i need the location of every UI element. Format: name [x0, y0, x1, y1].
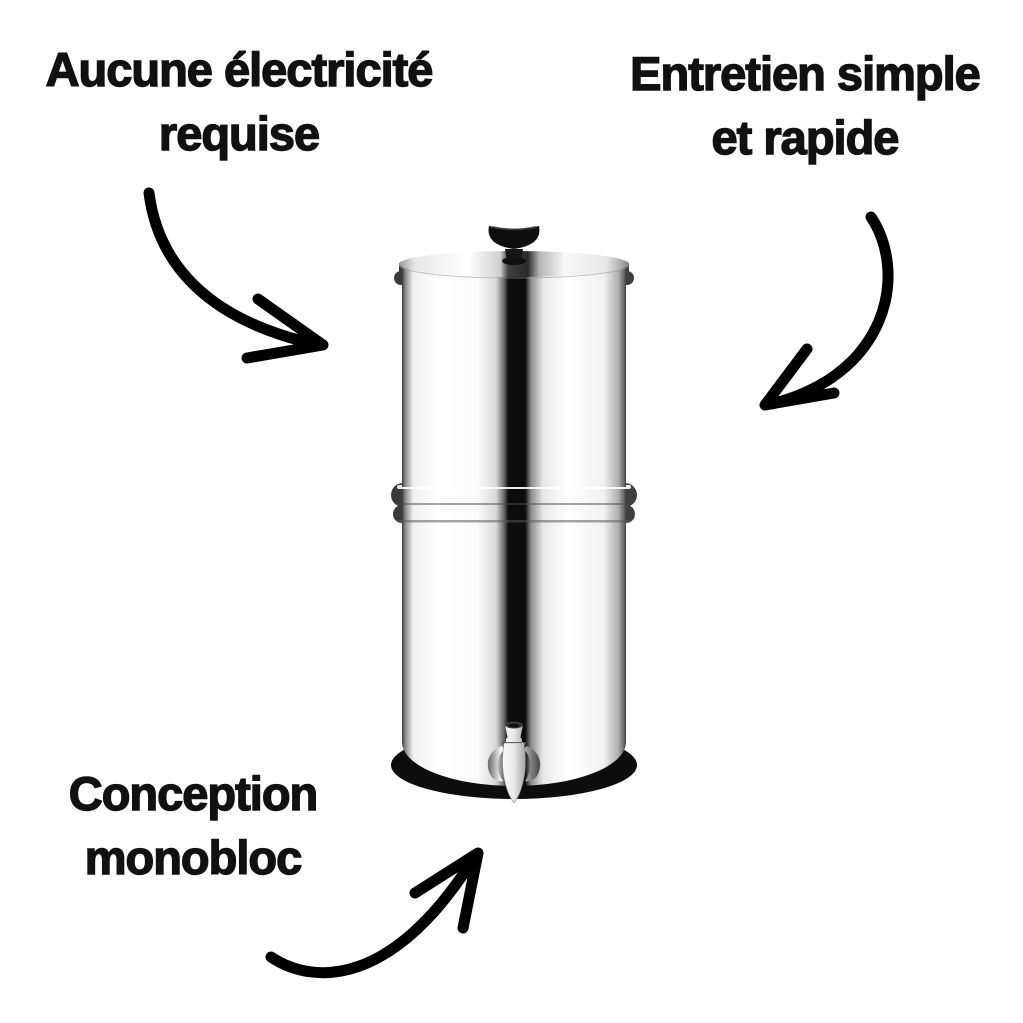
feature-label-no-electricity: Aucune électricité requise: [45, 38, 434, 166]
upper-chamber: [402, 281, 626, 487]
feature-label-easy-maintenance: Entretien simple et rapide: [629, 42, 981, 170]
feature-label-line: Conception: [68, 766, 319, 820]
feature-label-line: monobloc: [84, 830, 303, 884]
feature-label-line: Aucune électricité: [45, 42, 434, 96]
feature-label-monobloc-design: Conception monobloc: [68, 762, 319, 890]
stainless-gravity-water-filter-icon: [391, 226, 637, 804]
feature-label-line: requise: [158, 106, 321, 160]
curved-arrow-down-right-icon: [143, 187, 329, 364]
product-image-water-filter: [389, 219, 639, 809]
lid-knob: [488, 226, 540, 265]
feature-label-line: Entretien simple: [629, 46, 981, 100]
junction-ring: [391, 483, 637, 523]
spigot: [487, 721, 541, 804]
feature-label-line: et rapide: [711, 110, 900, 164]
lower-chamber: [402, 517, 626, 786]
curved-arrow-down-left-icon: [759, 211, 894, 411]
